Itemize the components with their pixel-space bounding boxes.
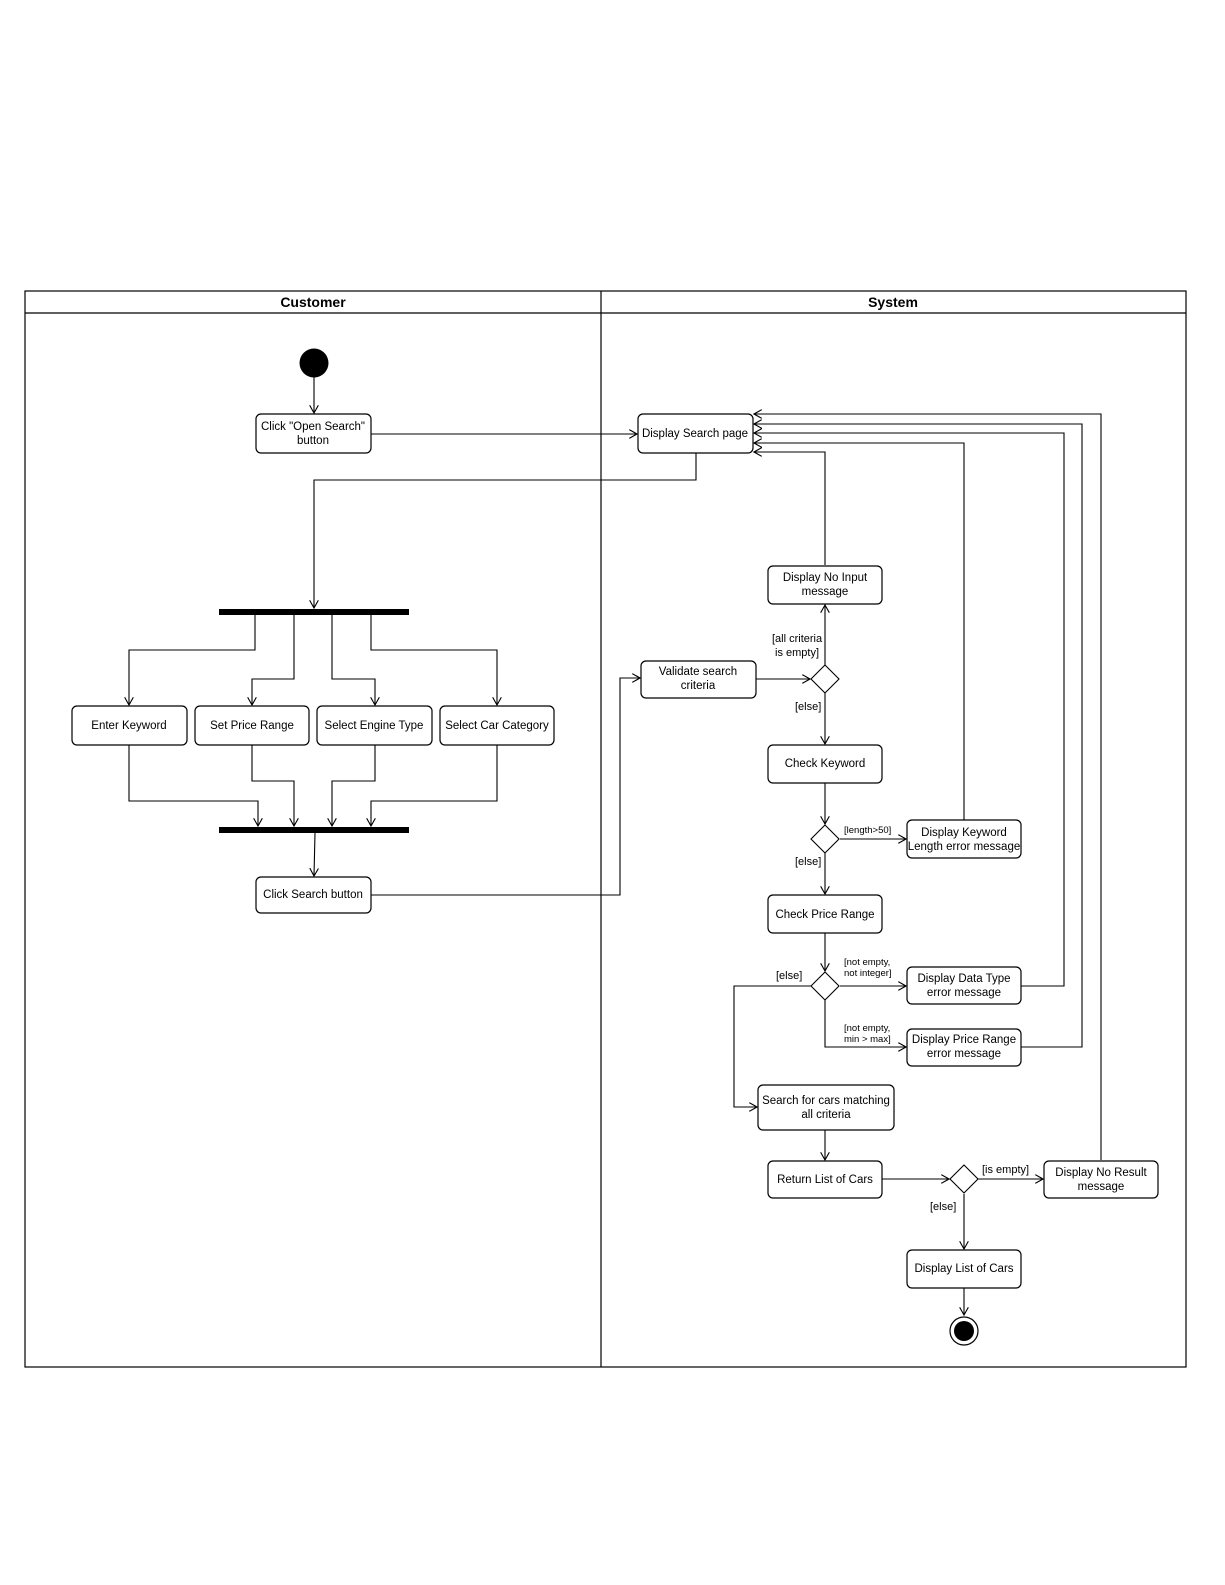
- action-label: Enter Keyword: [91, 720, 166, 732]
- action-validate-search: Validate search criteria: [640, 660, 757, 699]
- action-label: Check Keyword: [785, 758, 866, 770]
- guard-label: [not empty,: [844, 957, 890, 968]
- action-label: Display Keyword: [921, 827, 1007, 839]
- action-label: Display Price Range: [912, 1034, 1016, 1046]
- action-set-price-range: Set Price Range: [194, 705, 310, 746]
- action-select-car-category: Select Car Category: [439, 705, 555, 746]
- action-label: Check Price Range: [775, 909, 874, 921]
- action-display-keyword-error: Display Keyword Length error message: [906, 819, 1022, 859]
- guard-label: [else]: [795, 701, 821, 713]
- action-label: Return List of Cars: [777, 1174, 873, 1186]
- fork-bar: [219, 609, 409, 615]
- decision-result-empty: [949, 1164, 979, 1194]
- action-search-cars: Search for cars matching all criteria: [757, 1084, 895, 1131]
- guard-label: [not empty,: [844, 1023, 890, 1034]
- action-click-open-search: Click "Open Search" button: [255, 413, 372, 454]
- lane-title-customer: Customer: [280, 294, 346, 310]
- action-return-list: Return List of Cars: [767, 1160, 883, 1199]
- action-label: Display Search page: [642, 428, 748, 440]
- action-label: Click "Open Search": [261, 421, 365, 433]
- action-display-no-input: Display No Input message: [767, 565, 883, 605]
- action-label: Display No Input: [783, 572, 868, 584]
- action-label: all criteria: [801, 1109, 851, 1121]
- action-display-data-type-error: Display Data Type error message: [906, 966, 1022, 1005]
- initial-node: [299, 348, 329, 378]
- action-label: Set Price Range: [210, 720, 294, 732]
- action-check-keyword: Check Keyword: [767, 744, 883, 784]
- decision-keyword-length: [810, 824, 840, 854]
- guard-label: is empty]: [775, 647, 819, 659]
- guard-label: min > max]: [844, 1034, 891, 1045]
- action-select-engine-type: Select Engine Type: [316, 705, 433, 746]
- action-label: Select Engine Type: [325, 720, 424, 732]
- action-display-search-page: Display Search page: [637, 413, 754, 454]
- swimlane-frame: [24, 290, 1187, 1368]
- action-display-price-range-error: Display Price Range error message: [906, 1028, 1022, 1067]
- join-bar: [219, 827, 409, 833]
- action-label: error message: [927, 1048, 1001, 1060]
- action-enter-keyword: Enter Keyword: [71, 705, 188, 746]
- guard-label: [else]: [776, 970, 802, 982]
- guard-label: [else]: [795, 856, 821, 868]
- guard-label: not integer]: [844, 968, 892, 979]
- action-label: Display Data Type: [917, 973, 1010, 985]
- action-label: button: [297, 435, 329, 447]
- action-display-no-result: Display No Result message: [1043, 1160, 1159, 1199]
- action-label: criteria: [681, 680, 716, 692]
- action-display-list: Display List of Cars: [906, 1249, 1022, 1289]
- action-click-search-button: Click Search button: [255, 876, 372, 914]
- action-label: Display No Result: [1055, 1167, 1147, 1179]
- guard-label: [is empty]: [982, 1164, 1029, 1176]
- lane-title-system: System: [868, 294, 918, 310]
- action-label: Display List of Cars: [914, 1263, 1013, 1275]
- edges: [129, 377, 1102, 1315]
- action-label: Select Car Category: [445, 720, 549, 732]
- decision-criteria-empty: [810, 664, 840, 694]
- action-label: Click Search button: [263, 889, 363, 901]
- action-label: Search for cars matching: [762, 1095, 890, 1107]
- decision-price-range: [810, 971, 840, 1001]
- final-node: [949, 1316, 979, 1346]
- action-label: message: [802, 586, 849, 598]
- action-check-price-range: Check Price Range: [767, 894, 883, 934]
- guard-label: [else]: [930, 1201, 956, 1213]
- action-label: error message: [927, 987, 1001, 999]
- guard-label: [length>50]: [844, 825, 891, 836]
- action-label: message: [1078, 1181, 1125, 1193]
- action-label: Validate search: [659, 666, 737, 678]
- action-label: Length error message: [908, 841, 1021, 853]
- guard-label: [all criteria: [772, 633, 823, 645]
